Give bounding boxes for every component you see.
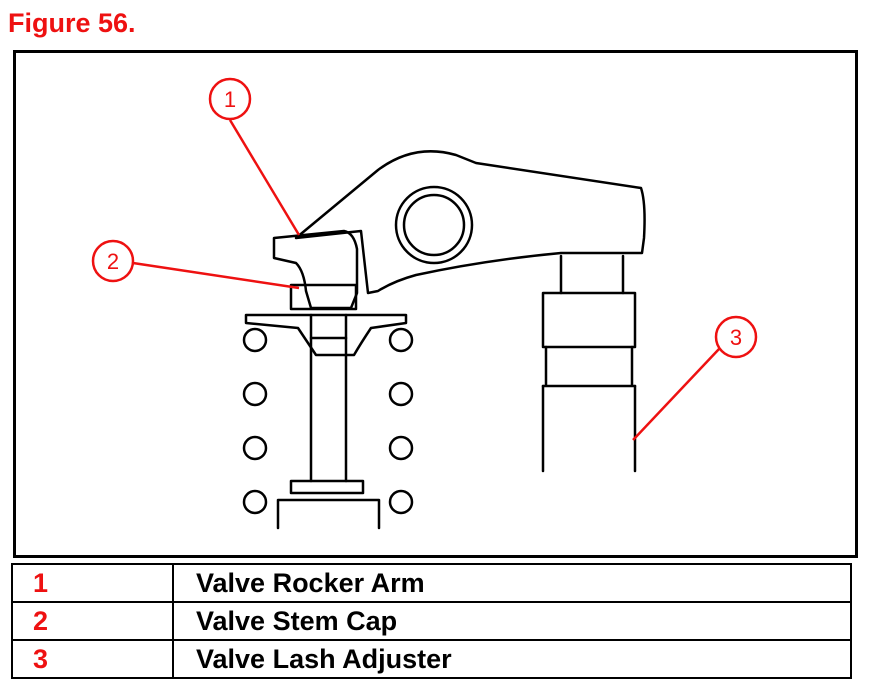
figure-title: Figure 56. [8, 8, 136, 38]
spring-coil [242, 327, 268, 353]
callout-1-circle [208, 77, 252, 121]
legend-number: 3 [11, 639, 174, 679]
callout-3-leader [632, 348, 720, 441]
lash-adjuster-body [541, 291, 637, 349]
callout-3-circle [714, 315, 758, 359]
spring-coil [242, 489, 268, 515]
legend-number: 1 [11, 563, 174, 603]
lash-adjuster-mid [541, 345, 637, 388]
legend-row: 3 Valve Lash Adjuster [11, 639, 852, 679]
spring-coil [388, 327, 414, 353]
rocker-pad [272, 229, 359, 310]
callout-2-number: 2 [107, 249, 119, 274]
spring-coil [388, 381, 414, 407]
rocker-arm [294, 150, 646, 295]
valve-train-diagram: 1 2 3 [91, 77, 758, 530]
valve-guide [276, 498, 381, 530]
callout-2-circle [91, 239, 135, 283]
lash-adjuster-top [559, 254, 625, 295]
callout-1-leader [228, 119, 301, 236]
legend-label: Valve Stem Cap [172, 601, 852, 641]
callout-1-number: 1 [224, 87, 236, 112]
rocker-pivot-inner [402, 193, 466, 257]
lash-adjuster-lower [541, 384, 637, 473]
valve-seat [289, 479, 365, 495]
callout-3-number: 3 [730, 325, 742, 350]
spring-coil [388, 489, 414, 515]
legend-number: 2 [11, 601, 174, 641]
legend-label: Valve Rocker Arm [172, 563, 852, 603]
legend-row: 1 Valve Rocker Arm [11, 563, 852, 603]
callout-2-leader [132, 261, 300, 290]
spring-coil [242, 435, 268, 461]
legend-label: Valve Lash Adjuster [172, 639, 852, 679]
valve-stem-cap [289, 283, 358, 311]
spring-coil [388, 435, 414, 461]
diagram-frame: 1 2 3 [13, 50, 858, 558]
spring-retainer [244, 313, 408, 357]
spring-coil [242, 381, 268, 407]
legend-table: 1 Valve Rocker Arm 2 Valve Stem Cap 3 Va… [11, 563, 852, 679]
rocker-pivot-outer [394, 185, 474, 265]
legend-row: 2 Valve Stem Cap [11, 601, 852, 641]
